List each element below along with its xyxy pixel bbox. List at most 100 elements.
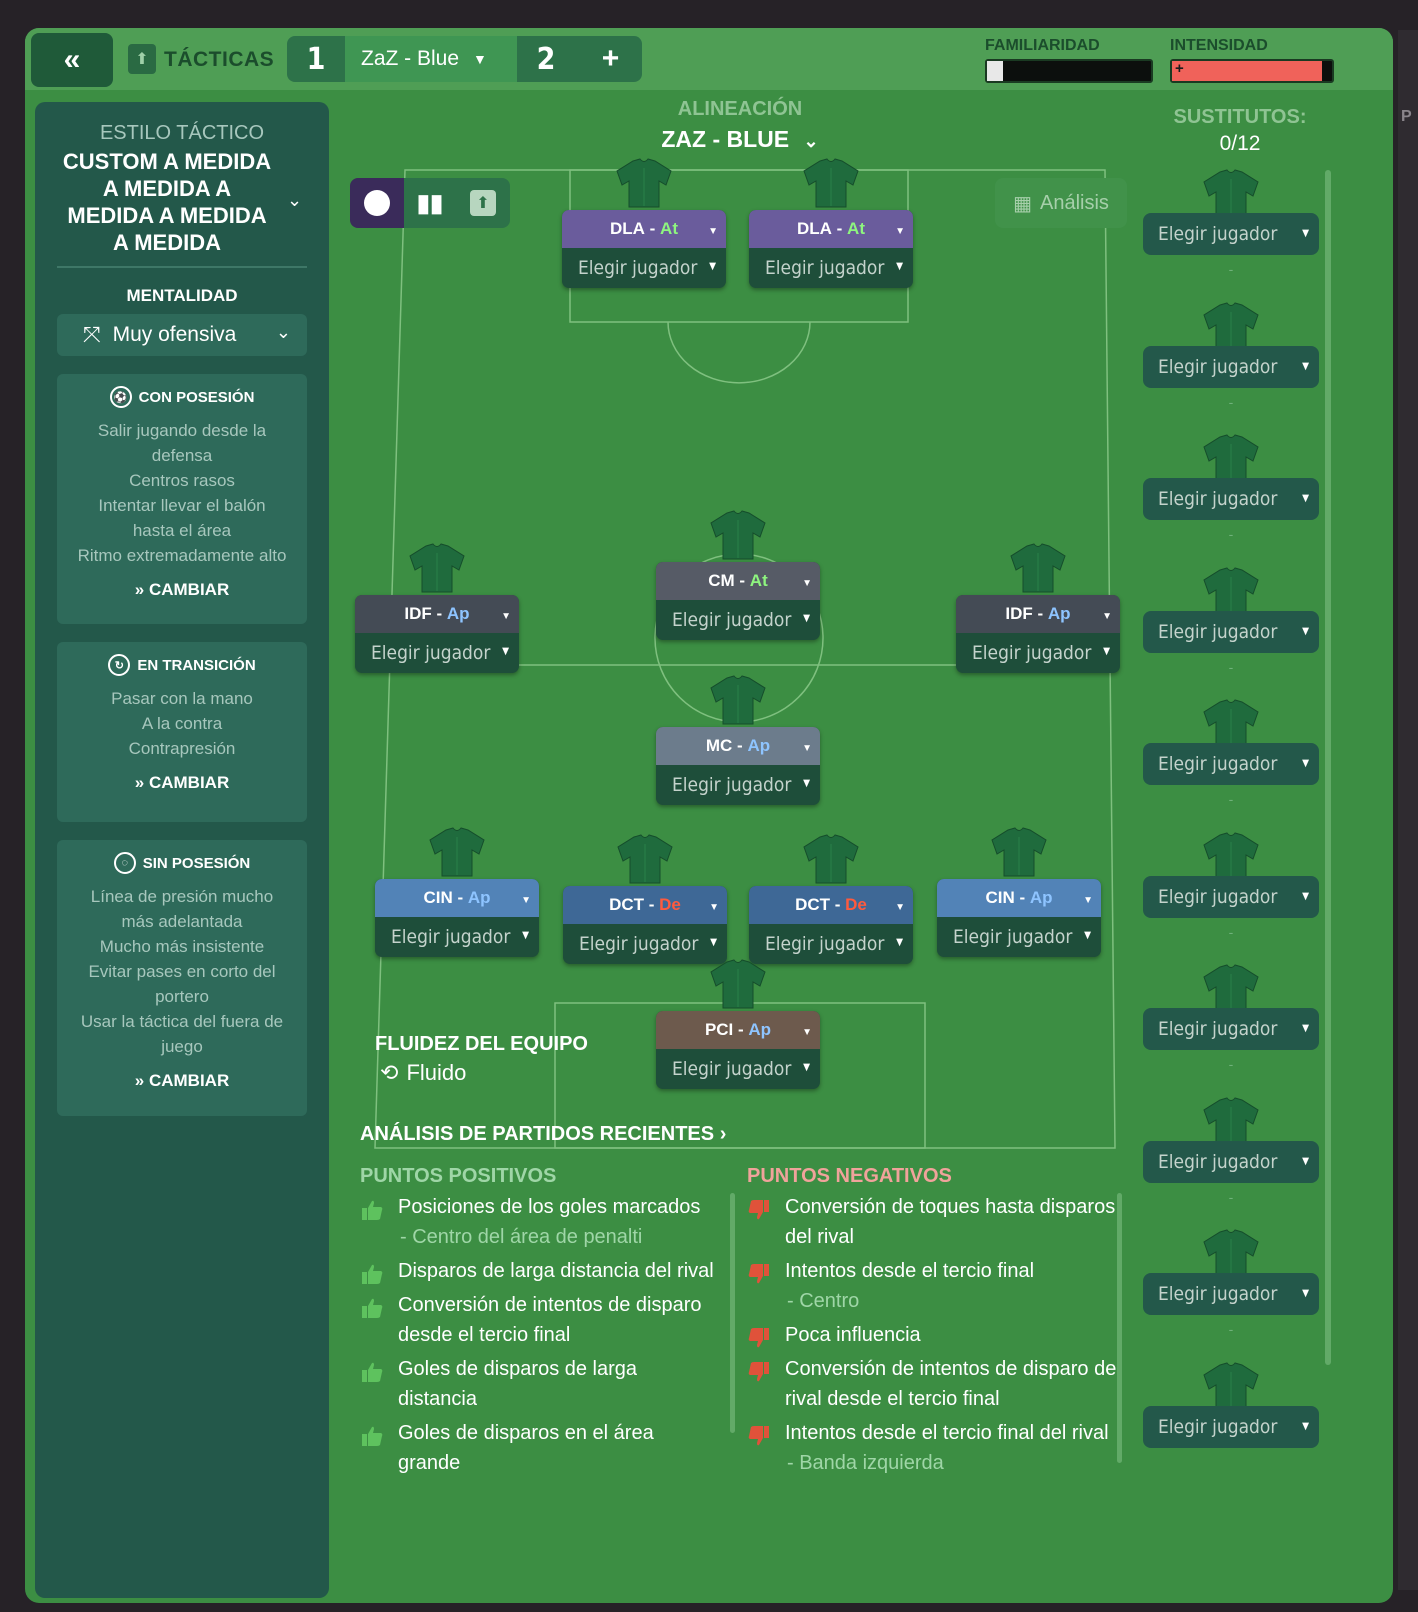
back-button[interactable]: « (31, 33, 113, 87)
pick-player-label: Elegir jugador (1158, 1283, 1278, 1305)
sub-slot-picker[interactable]: Elegir jugador▼ (1143, 1140, 1319, 1183)
role-selector[interactable]: DCT - De▼ (749, 886, 913, 924)
instruction-line: Ritmo extremadamente alto (77, 546, 287, 565)
top-bar: « ⬆ TÁCTICAS 1 ZaZ - Blue ▼ 2 + FAMILIAR… (25, 28, 1393, 90)
negatives-list: Conversión de toques hasta disparos del … (747, 1192, 1127, 1478)
sub-slot-picker[interactable]: Elegir jugador▼ (1143, 213, 1319, 255)
chevron-down-icon[interactable]: ⌄ (287, 190, 303, 210)
tactical-style-name[interactable]: CUSTOM A MEDIDA A MEDIDA A MEDIDA A MEDI… (47, 148, 287, 256)
role-selector[interactable]: IDF - Ap▼ (355, 595, 519, 633)
intensity-bar[interactable]: + (1170, 59, 1334, 83)
card-title: CON POSESIÓN (138, 388, 255, 406)
mentality-label: MENTALIDAD (126, 286, 238, 305)
analysis-point: Goles de disparos en el área grande (360, 1418, 720, 1478)
double-chevron-right-icon: » (134, 580, 145, 599)
analysis-point: Poca influencia (747, 1320, 1127, 1350)
analysis-title-link[interactable]: ANÁLISIS DE PARTIDOS RECIENTES › (360, 1123, 1140, 1146)
familiarity-bar[interactable] (985, 59, 1153, 83)
player-view-button[interactable] (350, 178, 404, 228)
sub-slot-picker[interactable]: Elegir jugador▼ (1143, 1008, 1319, 1050)
role-selector[interactable]: DLA - At▼ (562, 210, 726, 248)
role-selector[interactable]: MC - Ap▼ (656, 727, 820, 765)
dropdown-arrow-icon: ▼ (1102, 611, 1112, 622)
player-picker[interactable]: Elegir jugador▼ (656, 1049, 820, 1089)
dropdown-arrow-icon: ▼ (896, 937, 903, 948)
player-picker[interactable]: Elegir jugador▼ (956, 633, 1120, 673)
dropdown-arrow-icon: ▼ (1302, 890, 1309, 902)
role-selector[interactable]: DLA - At▼ (749, 210, 913, 248)
role-selector[interactable]: CIN - Ap▼ (375, 879, 539, 917)
card-title: SIN POSESIÓN (142, 854, 251, 872)
thumbs-down-icon (748, 1264, 769, 1284)
tactic-selector[interactable]: ZaZ - Blue ▼ (345, 36, 517, 82)
sub-slot-picker[interactable]: Elegir jugador ▼ (1143, 610, 1319, 653)
thumbs-up-icon (362, 1264, 383, 1284)
dropdown-arrow-icon: ▼ (895, 902, 905, 913)
sub-slot-picker[interactable]: Elegir jugador▼ (1143, 345, 1319, 388)
sub-shirt (1200, 699, 1262, 749)
player-picker[interactable]: Elegir jugador▼ (563, 924, 727, 964)
tab-tactic-1[interactable]: 1 (306, 41, 326, 77)
position-code: DCT (609, 895, 645, 914)
lineup-selector[interactable]: ZAZ - BLUE ⌄ (365, 126, 1115, 153)
position-card-cm: CM - At▼Elegir jugador▼ (656, 562, 820, 640)
point-detail: - Banda izquierda (787, 1452, 944, 1474)
role-selector[interactable]: PCI - Ap▼ (656, 1011, 820, 1049)
tactic-view-button[interactable]: ⬆ (456, 178, 510, 228)
dropdown-arrow-icon: ▼ (1302, 625, 1309, 637)
stats-view-button[interactable]: ▮▮ (404, 178, 456, 228)
analysis-point: Intentos desde el tercio final del rival (747, 1418, 1127, 1448)
role-selector[interactable]: CM - At▼ (656, 562, 820, 600)
card-title: EN TRANSICIÓN (137, 656, 256, 674)
dropdown-arrow-icon: ▼ (709, 261, 716, 272)
familiarity-fill (987, 61, 1004, 81)
role-selector[interactable]: IDF - Ap▼ (956, 595, 1120, 633)
mentality-select[interactable]: ⤧ Muy ofensiva ⌄ (57, 314, 307, 356)
player-picker[interactable]: Elegir jugador▼ (375, 917, 539, 957)
chevron-down-icon: ⌄ (803, 131, 819, 151)
change-button[interactable]: » CAMBIAR (57, 580, 307, 600)
attack-arrows-icon: ⤧ (83, 322, 101, 347)
player-picker[interactable]: Elegir jugador▼ (937, 917, 1101, 957)
point-text: Intentos desde el tercio final (785, 1260, 1035, 1282)
dropdown-arrow-icon: ▼ (802, 578, 812, 589)
role-selector[interactable]: DCT - De▼ (563, 886, 727, 924)
change-button[interactable]: » CAMBIAR (57, 1071, 307, 1091)
tactic-tabs: 1 ZaZ - Blue ▼ 2 + (287, 36, 642, 82)
instruction-line: juego (161, 1037, 203, 1056)
analysis-title: ANÁLISIS DE PARTIDOS RECIENTES (360, 1123, 715, 1145)
subs-scrollbar[interactable] (1325, 170, 1331, 1365)
duty-code: De (659, 895, 681, 914)
positives-scrollbar[interactable] (730, 1193, 735, 1433)
sub-slot-picker[interactable]: Elegir jugador▼ (1143, 1273, 1319, 1315)
player-picker[interactable]: Elegir jugador▼ (656, 600, 820, 640)
dropdown-arrow-icon: ▼ (803, 778, 810, 789)
analysis-button[interactable]: ▦Análisis (995, 178, 1127, 228)
transition-icon: ↻ (108, 654, 131, 676)
player-picker[interactable]: Elegir jugador▼ (656, 765, 820, 805)
sub-slot-picker[interactable]: Elegir jugador▼ (1143, 743, 1319, 785)
sub-slot-picker[interactable]: Elegir jugador▼ (1143, 1405, 1319, 1448)
player-picker[interactable]: Elegir jugador▼ (562, 248, 726, 288)
sub-slot-dash: - (1228, 526, 1234, 542)
thumbs-up-icon (362, 1426, 383, 1446)
pick-player-label: Elegir jugador (1158, 620, 1278, 643)
fluidity-label: FLUIDEZ DEL EQUIPO (375, 1033, 588, 1055)
sub-slot-picker[interactable]: Elegir jugador▼ (1143, 875, 1319, 918)
player-picker[interactable]: Elegir jugador▼ (355, 633, 519, 673)
tab-tactic-2[interactable]: 2 (536, 41, 556, 77)
player-picker[interactable]: Elegir jugador▼ (749, 924, 913, 964)
tactics-screen: « ⬆ TÁCTICAS 1 ZaZ - Blue ▼ 2 + FAMILIAR… (25, 28, 1393, 1603)
negatives-scrollbar[interactable] (1117, 1193, 1122, 1463)
tactical-style-sidebar: ESTILO TÁCTICO CUSTOM A MEDIDA A MEDIDA … (35, 102, 329, 1598)
dropdown-arrow-icon: ▼ (895, 226, 905, 237)
sub-slot-picker[interactable]: Elegir jugador▼ (1143, 478, 1319, 520)
player-picker[interactable]: Elegir jugador▼ (749, 248, 913, 288)
tactics-arrow-icon: ⬆ (470, 190, 496, 216)
thumbs-down-icon (748, 1426, 769, 1446)
role-selector[interactable]: CIN - Ap▼ (937, 879, 1101, 917)
add-tactic-button[interactable]: + (601, 42, 620, 75)
change-button[interactable]: » CAMBIAR (57, 773, 307, 793)
duty-code: At (749, 571, 768, 590)
position-code: DLA (796, 219, 832, 238)
